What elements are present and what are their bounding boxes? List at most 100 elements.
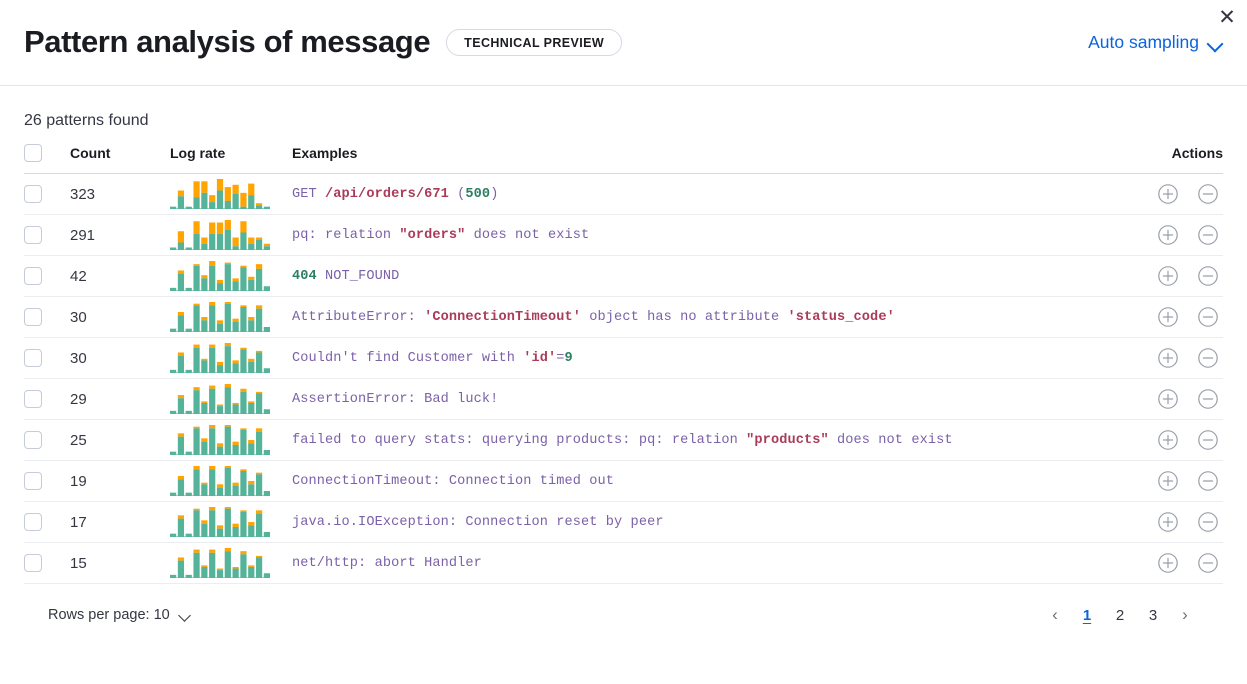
select-all-header: [24, 144, 70, 175]
minus-circle-icon[interactable]: [1195, 263, 1221, 289]
example-token: 9: [564, 350, 573, 366]
chevron-down-icon: [1208, 38, 1223, 47]
select-all-checkbox[interactable]: [24, 144, 42, 163]
row-actions: [1098, 542, 1223, 585]
minus-circle-icon[interactable]: [1195, 509, 1221, 535]
plus-circle-icon[interactable]: [1155, 386, 1181, 412]
row-checkbox[interactable]: [24, 554, 42, 573]
column-header-examples: Examples: [292, 144, 1098, 175]
row-count: 19: [70, 460, 170, 503]
row-count: 42: [70, 255, 170, 298]
example-token: (: [448, 186, 466, 202]
row-count: 29: [70, 378, 170, 421]
minus-circle-icon[interactable]: [1195, 345, 1221, 371]
row-select-cell: [24, 296, 70, 339]
minus-circle-icon[interactable]: [1195, 550, 1221, 576]
plus-circle-icon[interactable]: [1155, 550, 1181, 576]
example-token: /api/orders/671: [325, 186, 449, 202]
example-token: "orders": [399, 227, 466, 243]
example-token: "products": [746, 432, 829, 448]
row-checkbox[interactable]: [24, 185, 42, 204]
minus-circle-icon[interactable]: [1195, 304, 1221, 330]
table-row: 42 404 NOT_FOUND: [24, 255, 1223, 298]
row-count: 17: [70, 501, 170, 544]
row-log-rate-sparkline: [170, 378, 292, 421]
row-select-cell: [24, 173, 70, 216]
row-log-rate-sparkline: [170, 501, 292, 544]
pagination-next[interactable]: ›: [1171, 601, 1199, 629]
page-title: Pattern analysis of message: [24, 24, 431, 60]
row-checkbox[interactable]: [24, 513, 42, 532]
dialog-body: 26 patterns found Count Log rate Example…: [0, 86, 1247, 629]
row-count: 30: [70, 337, 170, 380]
close-icon[interactable]: ✕: [1213, 3, 1241, 31]
row-example: 404 NOT_FOUND: [292, 255, 1098, 298]
row-log-rate-sparkline: [170, 296, 292, 339]
pagination-previous[interactable]: ‹: [1041, 601, 1069, 629]
row-select-cell: [24, 419, 70, 462]
example-token: 'ConnectionTimeout': [424, 309, 582, 325]
minus-circle-icon[interactable]: [1195, 468, 1221, 494]
row-actions: [1098, 255, 1223, 298]
row-actions: [1098, 337, 1223, 380]
plus-circle-icon[interactable]: [1155, 304, 1181, 330]
row-select-cell: [24, 460, 70, 503]
row-select-cell: [24, 337, 70, 380]
example-token: NOT_FOUND: [316, 268, 400, 284]
example-token: failed to query stats: querying products…: [292, 432, 747, 448]
example-token: Couldn't find Customer with: [292, 350, 524, 366]
minus-circle-icon[interactable]: [1195, 222, 1221, 248]
row-checkbox[interactable]: [24, 431, 42, 450]
row-count: 30: [70, 296, 170, 339]
row-checkbox[interactable]: [24, 226, 42, 245]
rows-per-page-label: Rows per page: 10: [48, 607, 170, 624]
row-actions: [1098, 378, 1223, 421]
table-row: 30 Couldn't find Customer with 'id'=9: [24, 337, 1223, 380]
row-count: 15: [70, 542, 170, 585]
row-checkbox[interactable]: [24, 349, 42, 368]
row-count: 323: [70, 173, 170, 216]
pagination-page-2[interactable]: 2: [1105, 601, 1135, 629]
pagination-page-3[interactable]: 3: [1138, 601, 1168, 629]
row-actions: [1098, 460, 1223, 503]
row-example: java.io.IOException: Connection reset by…: [292, 501, 1098, 544]
row-checkbox[interactable]: [24, 308, 42, 327]
row-checkbox[interactable]: [24, 472, 42, 491]
pagination-page-1[interactable]: 1: [1072, 601, 1102, 629]
plus-circle-icon[interactable]: [1155, 222, 1181, 248]
plus-circle-icon[interactable]: [1155, 427, 1181, 453]
example-token: does not exist: [465, 227, 590, 243]
rows-per-page-selector[interactable]: Rows per page: 10: [34, 607, 193, 623]
chevron-down-icon: [179, 611, 193, 620]
auto-sampling-dropdown[interactable]: Auto sampling: [1088, 32, 1223, 53]
minus-circle-icon[interactable]: [1195, 427, 1221, 453]
plus-circle-icon[interactable]: [1155, 509, 1181, 535]
header-actions: Auto sampling: [1088, 32, 1223, 53]
row-log-rate-sparkline: [170, 419, 292, 462]
row-checkbox[interactable]: [24, 267, 42, 286]
row-checkbox[interactable]: [24, 390, 42, 409]
row-log-rate-sparkline: [170, 542, 292, 585]
row-log-rate-sparkline: [170, 214, 292, 257]
example-token: =: [556, 350, 565, 366]
plus-circle-icon[interactable]: [1155, 468, 1181, 494]
row-example: AttributeError: 'ConnectionTimeout' obje…: [292, 296, 1098, 339]
minus-circle-icon[interactable]: [1195, 181, 1221, 207]
plus-circle-icon[interactable]: [1155, 345, 1181, 371]
example-token: 'id': [523, 350, 557, 366]
row-example: ConnectionTimeout: Connection timed out: [292, 460, 1098, 503]
row-example: net/http: abort Handler: [292, 542, 1098, 585]
row-select-cell: [24, 214, 70, 257]
row-example: AssertionError: Bad luck!: [292, 378, 1098, 421]
status-badge: TECHNICAL PREVIEW: [446, 28, 623, 57]
minus-circle-icon[interactable]: [1195, 386, 1221, 412]
row-log-rate-sparkline: [170, 255, 292, 298]
plus-circle-icon[interactable]: [1155, 263, 1181, 289]
plus-circle-icon[interactable]: [1155, 181, 1181, 207]
